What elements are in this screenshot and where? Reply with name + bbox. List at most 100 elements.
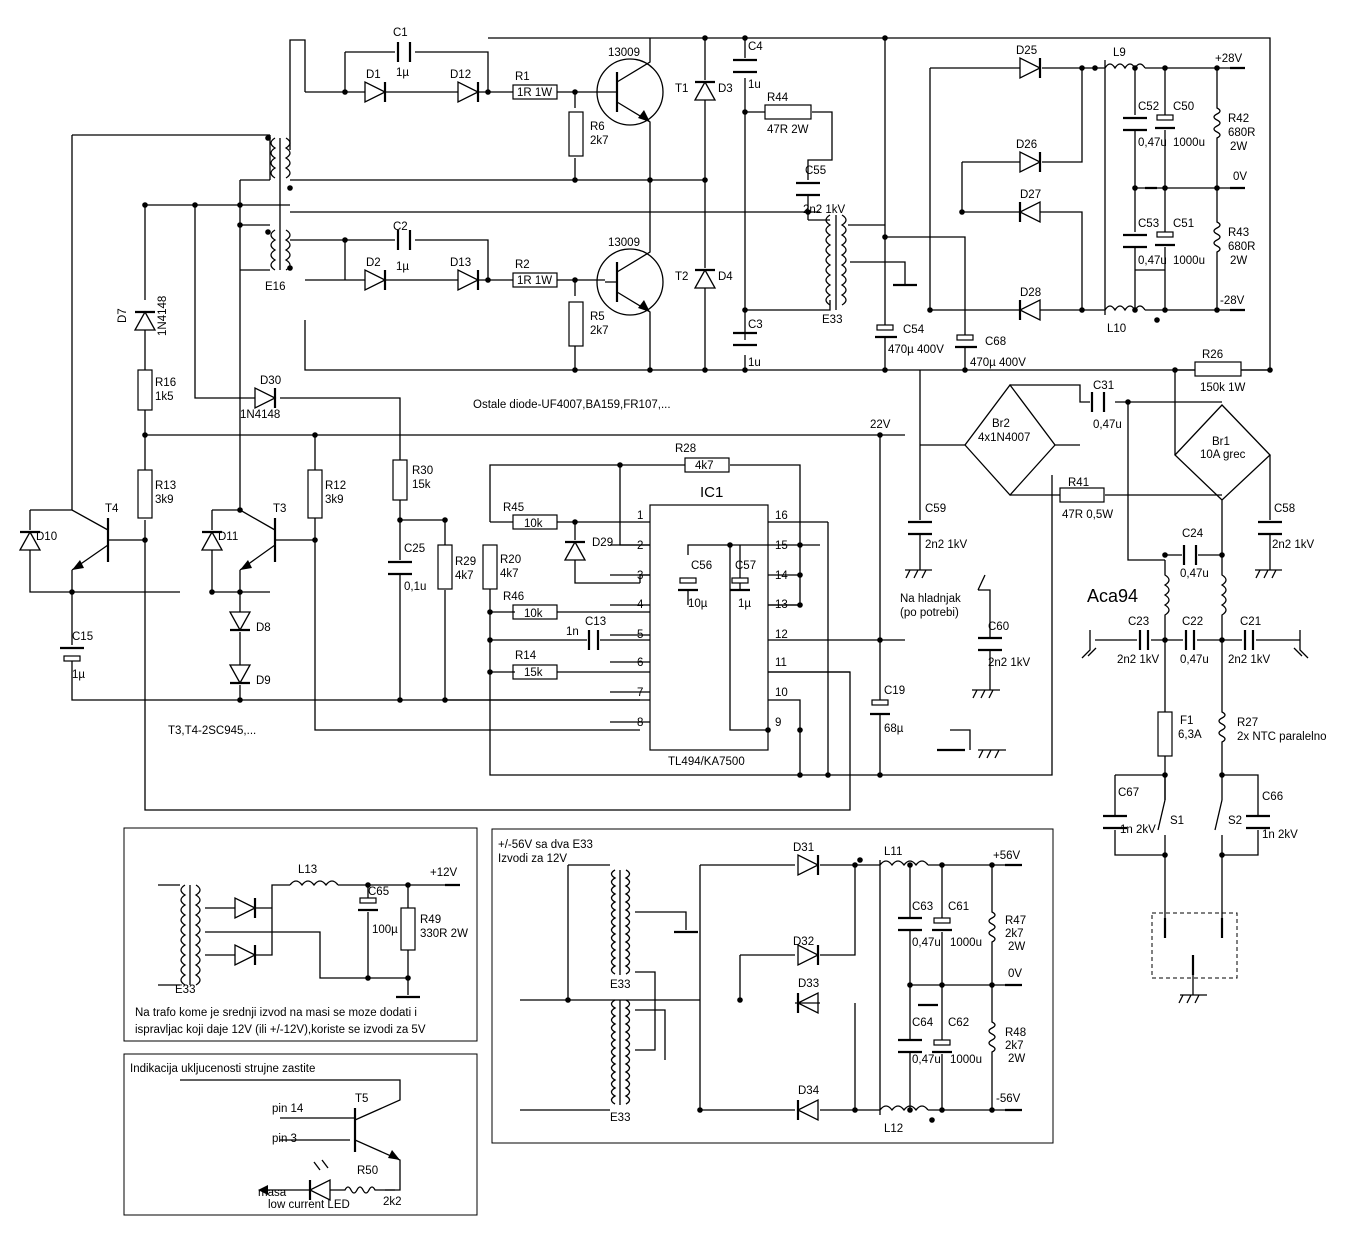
c65-value: 100µ (372, 924, 398, 936)
br1-value: 10A grec (1200, 449, 1246, 461)
r27-value: 2x NTC paralelno (1237, 731, 1326, 743)
c1-value: 1µ (396, 67, 409, 79)
box12-note-2: ispravljac koji daje 12V (ili +/-12V),ko… (135, 1024, 426, 1036)
ic-pin: 16 (775, 510, 788, 522)
ind-masa: masa (258, 1187, 287, 1199)
r50-label: R50 (357, 1165, 378, 1177)
c2-label: C2 (393, 221, 408, 233)
c15-value: 1µ (72, 669, 85, 681)
r13-value: 3k9 (155, 494, 174, 506)
br2-value: 4x1N4007 (978, 432, 1030, 444)
ic-pin: 7 (637, 687, 643, 699)
c65-label: C65 (368, 886, 389, 898)
d9-label: D9 (256, 675, 271, 687)
ic-left-pins: 1 2 3 4 5 6 7 8 (637, 510, 644, 729)
e33-label-main: E33 (822, 314, 842, 326)
c61-value: 1000u (950, 937, 982, 949)
r47-power: 2W (1008, 941, 1025, 953)
r46-label: R46 (503, 591, 524, 603)
author-label: Aca94 (1087, 586, 1138, 606)
box-indication (123, 1053, 478, 1216)
labels: 13009 13009 T1 T2 T4 T3 T5 C1 1µ C2 1µ C… (36, 27, 1326, 1211)
diodes-note: Ostale diode-UF4007,BA159,FR107,... (473, 399, 671, 411)
r16-label: R16 (155, 377, 176, 389)
t1-type-label: 13009 (608, 47, 640, 59)
d10-label: D10 (36, 531, 57, 543)
t5-label: T5 (355, 1093, 368, 1105)
l9-label: L9 (1113, 47, 1126, 59)
r29-value: 4k7 (455, 570, 474, 582)
d8-label: D8 (256, 622, 271, 634)
e33-label-56v-b: E33 (610, 1112, 630, 1124)
rail-m56: -56V (996, 1093, 1021, 1105)
ind-pin14: pin 14 (272, 1103, 304, 1115)
f1-value: 6,3A (1178, 729, 1202, 741)
control-section (18, 135, 1053, 811)
r5-label: R5 (590, 311, 605, 323)
c56-value: 10µ (688, 598, 708, 610)
c21-label: C21 (1240, 616, 1261, 628)
ic-pin: 6 (637, 657, 643, 669)
c51-value: 1000u (1173, 255, 1205, 267)
r30-label: R30 (412, 465, 433, 477)
c57-value: 1µ (738, 598, 751, 610)
s2-label: S2 (1228, 815, 1242, 827)
d7-label: D7 (117, 308, 129, 323)
c63-label: C63 (912, 901, 933, 913)
c66-label: C66 (1262, 791, 1283, 803)
c3-value: 1u (748, 357, 761, 369)
c23-value: 2n2 1kV (1117, 654, 1160, 666)
c25-label: C25 (404, 543, 425, 555)
c67-label: C67 (1118, 787, 1139, 799)
rail-p56: +56V (993, 850, 1021, 862)
ic-type: TL494/KA7500 (668, 756, 745, 768)
d33-label: D33 (798, 978, 819, 990)
c68-label: C68 (985, 336, 1006, 348)
c64-value: 0,47u (912, 1054, 941, 1066)
c51-label: C51 (1173, 218, 1194, 230)
d29-label: D29 (592, 537, 613, 549)
ic-pin: 1 (637, 510, 643, 522)
t3-label: T3 (273, 503, 286, 515)
br1-label: Br1 (1212, 436, 1230, 448)
c23-label: C23 (1128, 616, 1149, 628)
d28-label: D28 (1020, 287, 1041, 299)
r13-label: R13 (155, 480, 176, 492)
r12-label: R12 (325, 480, 346, 492)
c61-label: C61 (948, 901, 969, 913)
r14-value: 15k (524, 667, 543, 679)
r6-value: 2k7 (590, 135, 609, 147)
c19-value: 68µ (884, 723, 904, 735)
ic-pin: 9 (775, 717, 781, 729)
c24-value: 0,47u (1180, 568, 1209, 580)
r43-power: 2W (1230, 255, 1247, 267)
rail-p12: +12V (430, 867, 458, 879)
r42-value: 680R (1228, 127, 1256, 139)
t4-label: T4 (105, 503, 119, 515)
e16-label: E16 (265, 281, 285, 293)
rail-zero: 0V (1233, 171, 1247, 183)
d30-value: 1N4148 (240, 409, 280, 421)
c22-value: 0,47u (1180, 654, 1209, 666)
r41-label: R41 (1068, 477, 1089, 489)
c56-label: C56 (691, 560, 712, 572)
ic-pin: 13 (775, 599, 788, 611)
r43-value: 680R (1228, 241, 1256, 253)
c13-value: 1n (566, 626, 579, 638)
c3-label: C3 (748, 319, 763, 331)
r26-label: R26 (1202, 349, 1223, 361)
r28-value: 4k7 (695, 460, 714, 472)
t1-label: T1 (675, 83, 688, 95)
c66-value: 1n 2kV (1262, 829, 1298, 841)
r47-value: 2k7 (1005, 928, 1024, 940)
transistor-note: T3,T4-2SC945,... (168, 725, 256, 737)
c1-label: C1 (393, 27, 408, 39)
c50-value: 1000u (1173, 137, 1205, 149)
ic-pin: 10 (775, 687, 788, 699)
r12-value: 3k9 (325, 494, 344, 506)
ic-pin: 5 (637, 629, 643, 641)
c57-label: C57 (735, 560, 756, 572)
ic-pin: 4 (637, 599, 644, 611)
c58-label: C58 (1274, 503, 1295, 515)
d7-value: 1N4148 (157, 296, 169, 336)
